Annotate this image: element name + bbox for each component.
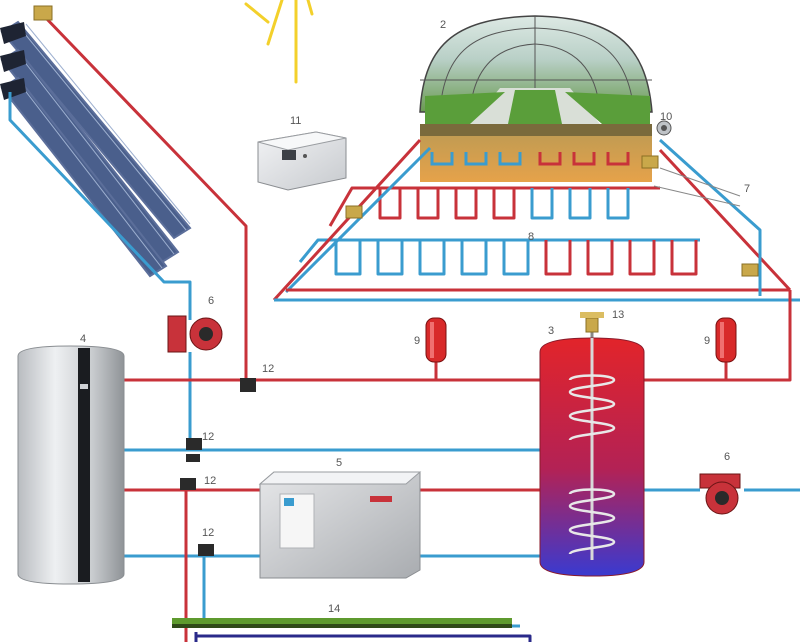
solar-collector bbox=[0, 20, 192, 278]
greenhouse-sensor bbox=[656, 120, 672, 136]
expansion-vessel-left bbox=[425, 317, 447, 363]
label-floor-collector: 7 bbox=[744, 183, 750, 195]
label-valve-3: 12 bbox=[204, 475, 216, 487]
pump-left bbox=[167, 315, 223, 353]
number-labels: 2 3 4 5 6 6 7 8 9 9 10 11 12 12 12 12 13… bbox=[80, 19, 750, 615]
label-expansion-left: 9 bbox=[414, 335, 420, 347]
label-floor-heating: 8 bbox=[528, 231, 534, 243]
ground-bed bbox=[172, 618, 512, 628]
pump-right bbox=[699, 473, 741, 515]
label-air-vent: 13 bbox=[612, 309, 624, 321]
label-storage-tank: 3 bbox=[548, 325, 554, 337]
label-controller: 11 bbox=[290, 115, 301, 127]
label-valve-4: 12 bbox=[202, 527, 214, 539]
boiler bbox=[17, 345, 125, 585]
sun-rays bbox=[244, 0, 314, 84]
floor-heating-loop bbox=[272, 138, 800, 302]
label-expansion-right: 9 bbox=[704, 335, 710, 347]
top-valve bbox=[33, 5, 53, 21]
label-greenhouse: 2 bbox=[440, 19, 446, 31]
storage-tank bbox=[539, 337, 645, 577]
label-boiler: 4 bbox=[80, 333, 86, 345]
label-heat-exchanger: 5 bbox=[336, 457, 342, 469]
collector-fittings bbox=[345, 155, 759, 277]
expansion-vessel-right bbox=[715, 317, 737, 363]
label-valve-2: 12 bbox=[202, 431, 214, 443]
air-vent bbox=[580, 312, 604, 333]
controller-unit bbox=[257, 131, 347, 191]
label-pump-left: 6 bbox=[208, 295, 214, 307]
label-ground-bed: 14 bbox=[328, 603, 340, 615]
label-greenhouse-sensor: 10 bbox=[660, 111, 672, 123]
valves bbox=[180, 378, 256, 556]
label-pump-right: 6 bbox=[724, 451, 730, 463]
greenhouse bbox=[419, 15, 653, 182]
heat-exchanger bbox=[258, 471, 422, 579]
label-valve-top: 12 bbox=[262, 363, 274, 375]
